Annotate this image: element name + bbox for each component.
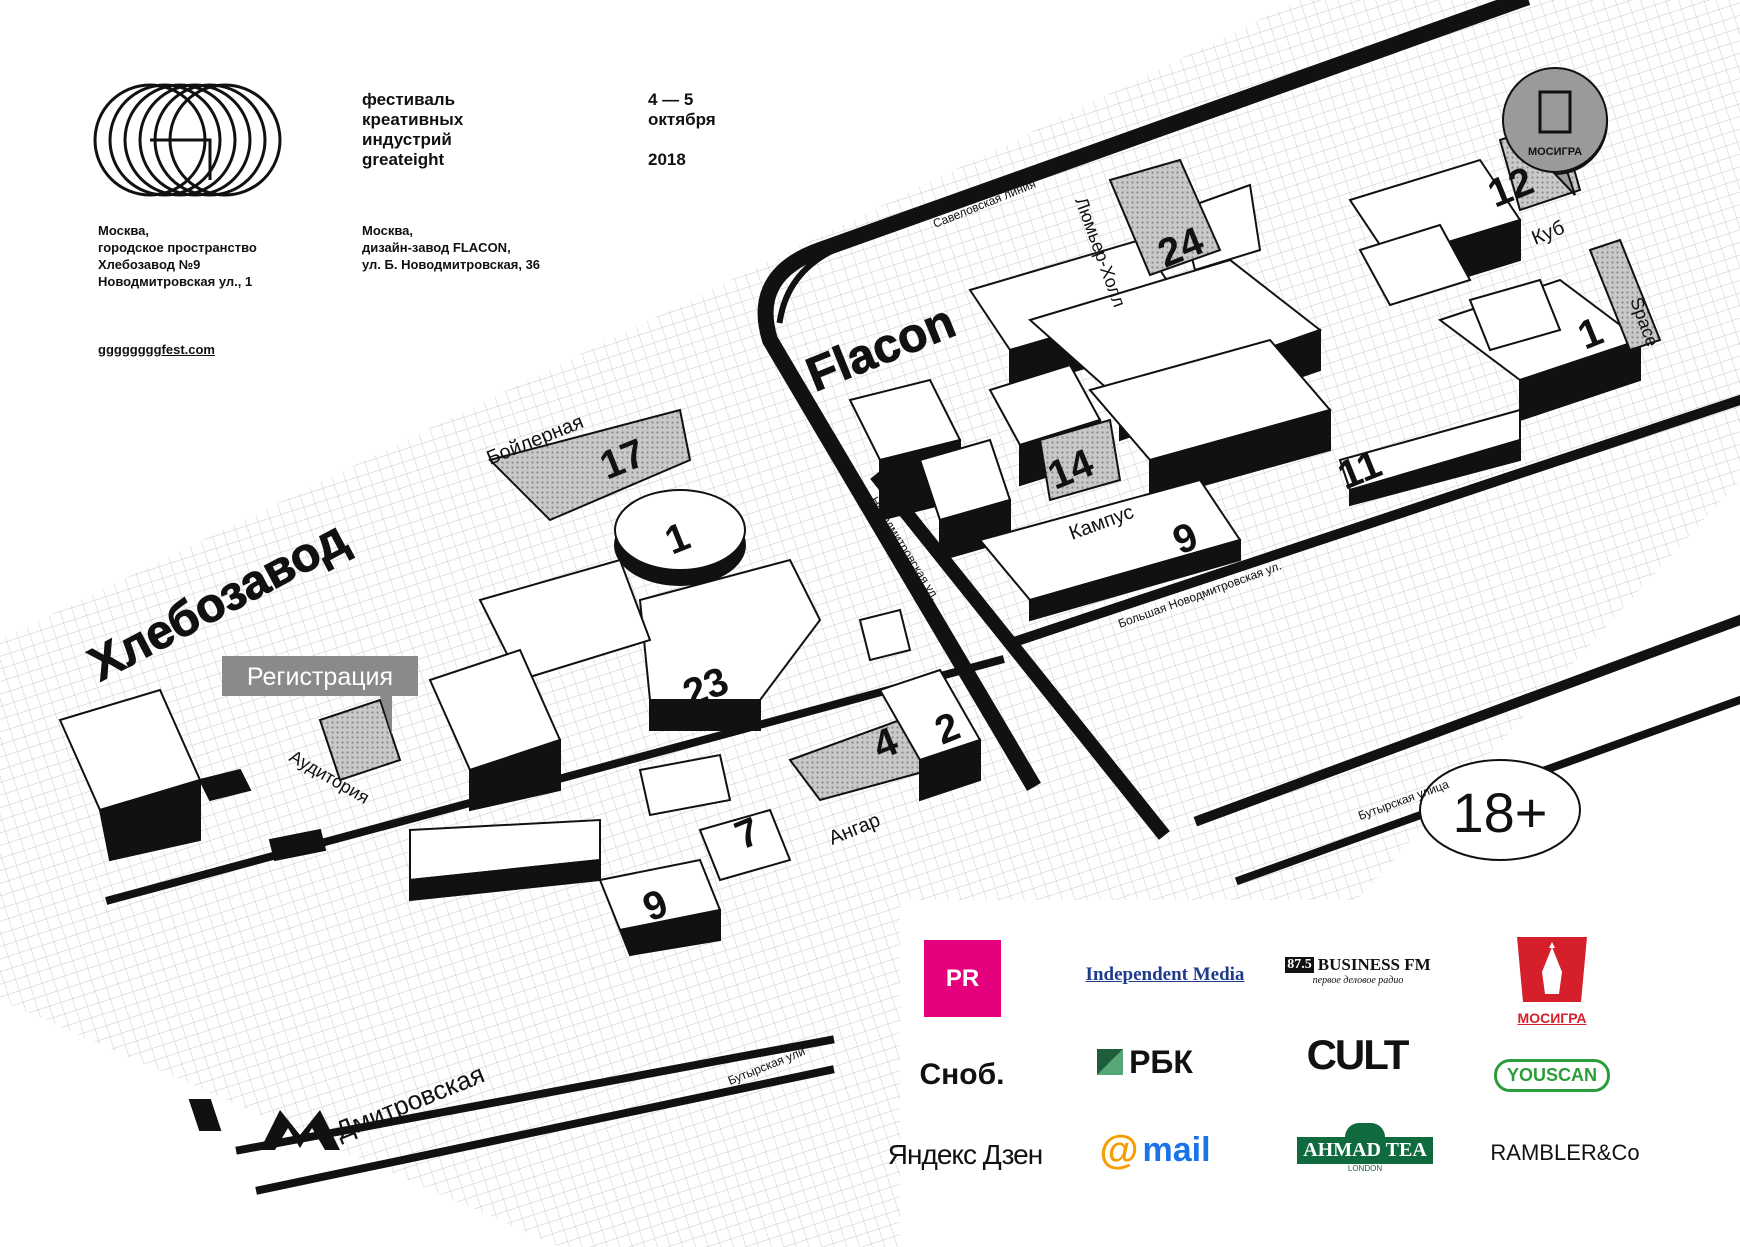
mosigra-label: МОСИГРА: [1517, 1010, 1587, 1026]
sponsor-yandex-zen-text: Яндекс Дзен: [887, 1139, 1043, 1170]
festival-title: фестиваль креативных индустрий greateigh…: [362, 90, 463, 170]
venue-address-khlebozavod: Москва, городское пространство Хлебозаво…: [98, 222, 257, 290]
sponsor-cult-text: CULT: [1306, 1031, 1410, 1078]
road-bolshaya: [1013, 394, 1740, 647]
sponsor-yandex-zen[interactable]: Яндекс Дзен: [880, 1125, 1050, 1185]
address-line: Новодмитровская ул., 1: [98, 274, 253, 289]
roads: [105, 0, 1740, 1195]
sponsor-snob-text: Сноб.: [919, 1058, 1005, 1091]
road-butyrskaya-left2: [255, 1065, 835, 1195]
sponsor-snob[interactable]: Сноб.: [887, 1045, 1037, 1105]
rbk-icon: [1097, 1049, 1124, 1075]
festival-line: креативных: [362, 110, 464, 129]
sponsor-pr[interactable]: PR: [924, 940, 1001, 1017]
sponsor-youscan[interactable]: YOUSCAN: [1477, 1045, 1627, 1105]
festival-year: 2018: [648, 150, 686, 169]
address-line: дизайн-завод FLACON,: [362, 240, 511, 255]
address-line: Хлебозавод №9: [98, 257, 201, 272]
business-fm-text: BUSINESS FM: [1317, 954, 1431, 974]
registration-marker[interactable]: Регистрация: [222, 656, 418, 735]
mail-at-icon: @: [1099, 1127, 1139, 1172]
age-rating-text: 18+: [1453, 781, 1548, 844]
metro-icon: [260, 1110, 340, 1150]
khlebozavod-buildings: [58, 489, 982, 1131]
sponsor-rambler-text: RAMBLER&Co: [1490, 1140, 1640, 1165]
festival-line: фестиваль: [362, 90, 456, 109]
sponsor-mosigra[interactable]: МОСИГРА: [1507, 932, 1597, 1032]
sponsor-business-fm[interactable]: 87.5 BUSINESS FM первое деловое радио: [1278, 940, 1438, 1000]
sponsor-independent-text: Independent Media: [1085, 964, 1245, 985]
sponsor-independent-media[interactable]: Independent Media: [1065, 945, 1265, 1005]
festival-line: индустрий: [362, 130, 452, 149]
business-fm-num: 87.5: [1285, 956, 1314, 973]
mosigra-map-pin[interactable]: МОСИГРА: [1502, 67, 1608, 196]
sponsor-mail[interactable]: @ mail: [1070, 1120, 1240, 1180]
flacon-buildings: [848, 158, 1643, 622]
sponsor-rambler[interactable]: RAMBLER&Co: [1480, 1123, 1650, 1183]
mosigra-pin-label: МОСИГРА: [1528, 146, 1582, 158]
business-fm-sub: первое деловое радио: [1312, 974, 1404, 986]
sponsor-ahmad-text: AHMAD TEA: [1297, 1137, 1433, 1164]
sponsor-pr-text: PR: [945, 964, 980, 992]
sponsor-ahmad-tea[interactable]: AHMAD TEA LONDON: [1290, 1108, 1440, 1188]
venue-address-flacon: Москва, дизайн-завод FLACON, ул. Б. Ново…: [362, 222, 540, 273]
building-17: [488, 408, 692, 522]
ahmad-crest-icon: [1345, 1123, 1385, 1137]
address-line: городское пространство: [98, 240, 257, 255]
age-rating-badge: 18+: [1419, 759, 1581, 861]
address-line: ул. Б. Новодмитровская, 36: [362, 257, 541, 272]
road-savelovskaya: [757, 0, 1531, 791]
registration-label: Регистрация: [247, 663, 393, 691]
road-top-ring: [776, 236, 864, 324]
festival-dates: 4 — 5 октября: [648, 90, 716, 129]
sponsor-rbk[interactable]: РБК: [1070, 1032, 1220, 1092]
sponsor-cult[interactable]: CULT: [1282, 1025, 1432, 1085]
building-14: [1038, 418, 1122, 502]
mosigra-kremlin-icon: [1517, 937, 1587, 1002]
festival-line: greateight: [362, 150, 445, 169]
building-24: [1108, 158, 1222, 277]
road-novodmitrovskaya: [870, 470, 1170, 840]
building-space: [1588, 238, 1662, 352]
greateight-g-logo: [93, 83, 282, 197]
sponsor-youscan-text: YOUSCAN: [1493, 1058, 1610, 1092]
building-auditoriya: [318, 698, 402, 782]
road-butyrskaya-left: [235, 1035, 835, 1155]
address-line: Москва,: [98, 223, 149, 238]
sponsor-rbk-text: РБК: [1129, 1043, 1193, 1080]
address-line: Москва,: [362, 223, 413, 238]
sponsor-mail-text: mail: [1142, 1130, 1211, 1169]
road-butyrskaya-right: [1193, 614, 1740, 827]
website-link[interactable]: ggggggggfest.com: [98, 342, 215, 357]
sponsor-ahmad-sub: LONDON: [1347, 1164, 1383, 1173]
